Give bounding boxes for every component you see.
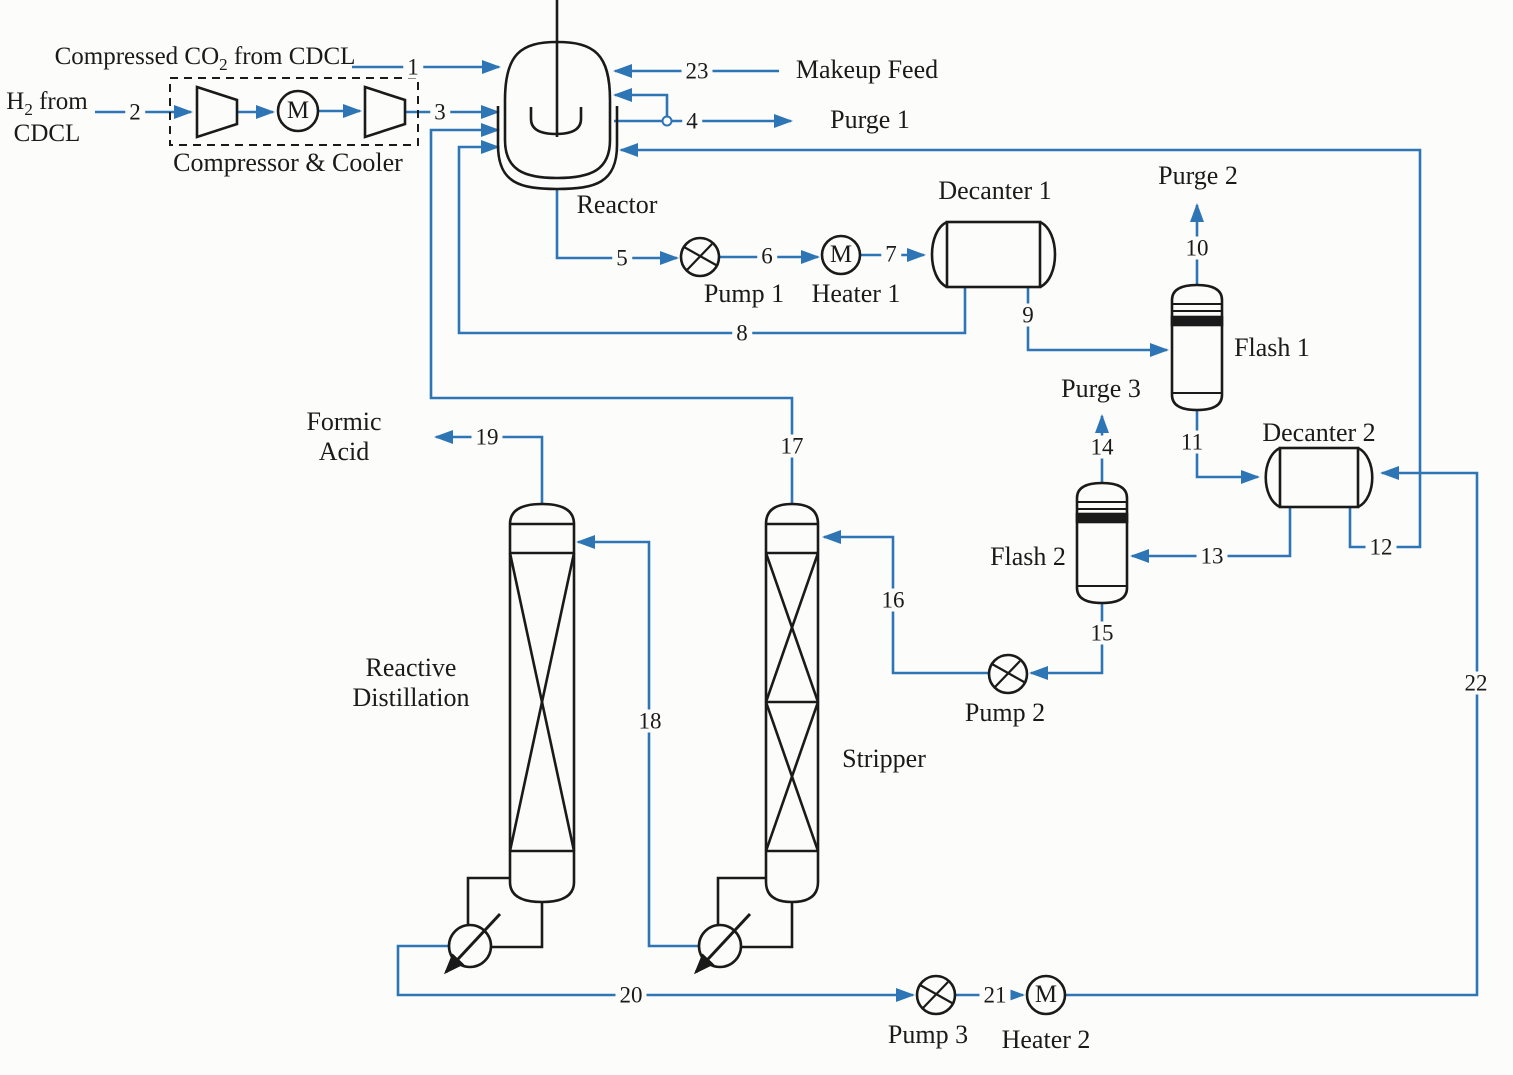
- flash2-vessel: [1075, 481, 1129, 605]
- stream-5-line: [555, 188, 679, 265]
- stream-4-label: 4: [682, 109, 702, 133]
- stream-13-line: [1130, 507, 1292, 563]
- stream-6-label: 6: [757, 244, 777, 268]
- decanter1-vessel: [930, 220, 1057, 289]
- pump2-label: Pump 2: [964, 698, 1046, 728]
- heater2-label: Heater 2: [1001, 1025, 1091, 1055]
- decanter2-vessel: [1264, 446, 1374, 509]
- stream-16-label: 16: [877, 588, 909, 612]
- stream-5-label: 5: [612, 246, 632, 270]
- decanter2-label: Decanter 2: [1262, 418, 1376, 448]
- process-streams: [95, 60, 1479, 1002]
- compressor-2-icon: [363, 85, 407, 139]
- flash2-label: Flash 2: [990, 542, 1066, 572]
- pump3-icon: [915, 974, 957, 1016]
- stream-20-label: 20: [615, 983, 647, 1007]
- reactor-jacket: [496, 106, 619, 191]
- stream-13-label: 13: [1196, 544, 1228, 568]
- reactor-vessel: [496, 0, 619, 191]
- pump1-icon: [679, 236, 721, 278]
- purge1-label: Purge 1: [830, 105, 910, 135]
- cooler-motor-m: M: [286, 97, 310, 124]
- purge2-label: Purge 2: [1158, 161, 1238, 191]
- flash1-vessel: [1170, 283, 1224, 412]
- heater1-label: Heater 1: [811, 279, 901, 309]
- stream-18-line: [576, 535, 699, 948]
- stream-3-label: 3: [430, 100, 450, 124]
- heater2-icon: [1025, 974, 1067, 1016]
- stream-11-label: 11: [1176, 430, 1208, 454]
- heater1-icon: [820, 234, 862, 276]
- stream-9-label: 9: [1018, 303, 1038, 327]
- stream-17-line: [429, 123, 794, 504]
- agitator-impeller-icon: [529, 107, 583, 136]
- pump1-label: Pump 1: [703, 279, 785, 309]
- stream-22-line: [1065, 466, 1479, 997]
- cooler-icon: [276, 89, 320, 133]
- stripper-reboiler-icon: [693, 876, 794, 975]
- reactive-distillation-column: [508, 502, 576, 904]
- stream-4-recycle-line: [613, 88, 669, 121]
- stream-23-label: 23: [681, 59, 713, 83]
- stream-19-label: 19: [471, 425, 503, 449]
- stream-22-label: 22: [1460, 671, 1492, 695]
- stream-15-label: 15: [1086, 621, 1118, 645]
- stream-12-line: [619, 143, 1422, 549]
- stripper-label: Stripper: [842, 744, 926, 774]
- stream-7-label: 7: [881, 242, 901, 266]
- stream-10-label: 10: [1181, 236, 1213, 260]
- stream-21-label: 21: [979, 983, 1011, 1007]
- compressor-cooler-label: Compressor & Cooler: [173, 148, 403, 178]
- stream-20-line: [396, 944, 915, 1002]
- purge3-label: Purge 3: [1061, 374, 1141, 404]
- pump3-label: Pump 3: [887, 1020, 969, 1050]
- makeup-feed-label: Makeup Feed: [795, 55, 939, 85]
- decanter1-label: Decanter 1: [938, 176, 1052, 206]
- reactor-label: Reactor: [576, 190, 658, 220]
- compressor-cooler-boundary: [169, 77, 419, 146]
- stream-19-line: [434, 430, 544, 504]
- stream-4-split-junction: [661, 115, 673, 127]
- stream-12-label: 12: [1365, 535, 1397, 559]
- heater2-motor-m: M: [1034, 981, 1058, 1008]
- co2-feed-label: Compressed CO2 from CDCL: [54, 43, 356, 75]
- stream-8-line: [457, 140, 967, 335]
- reactive-distillation-reboiler-icon: [443, 876, 544, 975]
- stream-1-label: 1: [403, 55, 423, 79]
- flash1-label: Flash 1: [1234, 333, 1310, 363]
- stripper-column: [764, 502, 820, 904]
- stream-8-label: 8: [732, 321, 752, 345]
- stream-17-label: 17: [776, 434, 808, 458]
- stream-2-label: 2: [125, 100, 145, 124]
- heater1-motor-m: M: [829, 241, 853, 268]
- stream-18-label: 18: [634, 709, 666, 733]
- compressor-1-icon: [195, 85, 239, 139]
- pump2-icon: [987, 653, 1029, 695]
- stream-14-label: 14: [1086, 435, 1118, 459]
- stream-9-line: [1026, 287, 1169, 357]
- reactor-body: [503, 40, 612, 180]
